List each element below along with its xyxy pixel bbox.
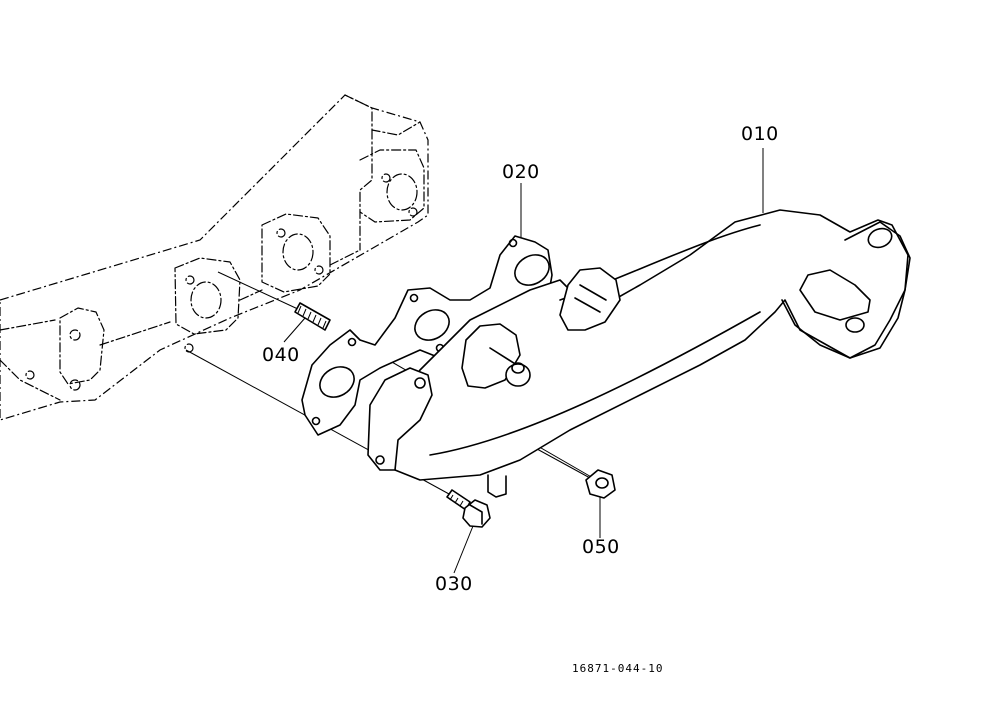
stud-bolt bbox=[294, 302, 331, 331]
callout-040: 040 bbox=[262, 344, 300, 366]
flange-nut bbox=[585, 469, 616, 499]
callout-030: 030 bbox=[435, 573, 473, 595]
flange-bolt bbox=[446, 489, 491, 528]
leader-lines bbox=[283, 148, 764, 574]
drawing-code: 16871-044-10 bbox=[572, 662, 663, 675]
exhaust-manifold bbox=[367, 209, 911, 498]
callout-020: 020 bbox=[502, 161, 540, 183]
callout-010: 010 bbox=[741, 123, 779, 145]
callout-050: 050 bbox=[582, 536, 620, 558]
cylinder-head-phantom bbox=[0, 94, 429, 421]
